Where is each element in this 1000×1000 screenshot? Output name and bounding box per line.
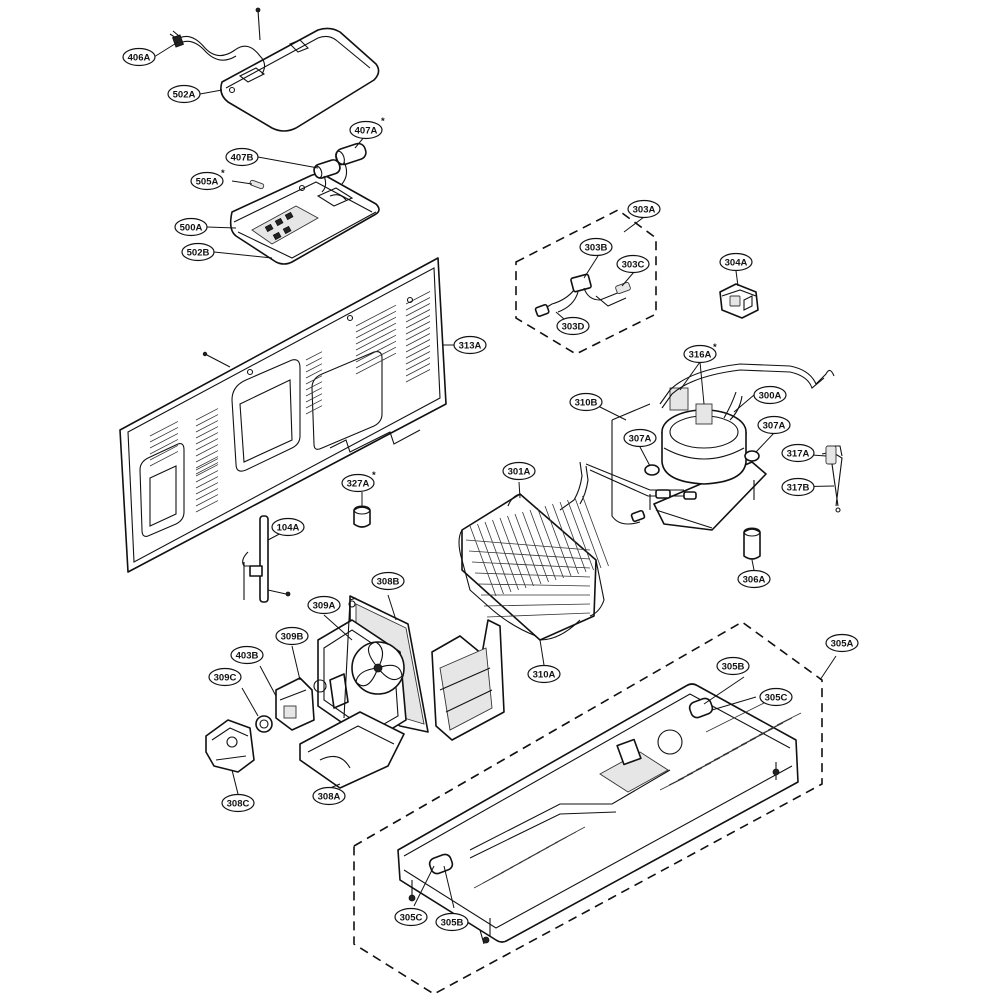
callout-305B-top: 305B bbox=[716, 656, 750, 676]
svg-text:327A: 327A bbox=[347, 479, 370, 490]
callout-500A: 500A bbox=[174, 217, 208, 237]
control-box-assembly bbox=[229, 142, 380, 265]
callout-301A: 301A bbox=[502, 461, 536, 481]
back-panel bbox=[119, 257, 447, 573]
svg-text:406A: 406A bbox=[128, 53, 151, 64]
callout-303C: 303C bbox=[616, 254, 650, 274]
callout-308B: 308B bbox=[371, 571, 405, 591]
callout-310A: 310A bbox=[527, 664, 561, 684]
svg-text:316A: 316A bbox=[689, 350, 712, 361]
svg-text:303A: 303A bbox=[633, 205, 656, 216]
svg-text:104A: 104A bbox=[277, 523, 300, 534]
callout-304A: 304A bbox=[719, 252, 753, 272]
callout-316A: 316A * bbox=[683, 342, 717, 364]
callout-307A-right: 307A bbox=[757, 415, 791, 435]
callout-407A-marker: * bbox=[381, 116, 385, 127]
callout-317A: 317A bbox=[781, 443, 815, 463]
svg-text:305C: 305C bbox=[765, 693, 788, 704]
svg-text:403B: 403B bbox=[236, 651, 259, 662]
svg-text:305B: 305B bbox=[441, 918, 464, 929]
callout-403B: 403B bbox=[230, 645, 264, 665]
svg-text:306A: 306A bbox=[743, 575, 766, 586]
callout-327A-marker: * bbox=[372, 470, 376, 481]
svg-text:307A: 307A bbox=[763, 421, 786, 432]
fan-assembly bbox=[205, 595, 505, 789]
svg-text:502A: 502A bbox=[173, 90, 196, 101]
top-cover-assembly bbox=[169, 7, 380, 132]
callout-313A: 313A bbox=[453, 335, 487, 355]
callout-502B: 502B bbox=[181, 242, 215, 262]
callout-306A: 306A bbox=[737, 569, 771, 589]
compressor-assembly bbox=[559, 363, 843, 560]
callout-502A: 502A bbox=[167, 84, 201, 104]
svg-text:300A: 300A bbox=[759, 391, 782, 402]
svg-text:305C: 305C bbox=[400, 913, 423, 924]
callout-308A: 308A bbox=[312, 786, 346, 806]
callout-309C: 309C bbox=[208, 667, 242, 687]
callout-309B: 309B bbox=[275, 626, 309, 646]
callout-303A: 303A bbox=[627, 199, 661, 219]
callout-316A-marker: * bbox=[713, 342, 717, 353]
base-plate-group bbox=[353, 621, 823, 995]
callout-305C-top: 305C bbox=[759, 687, 793, 707]
callout-505A: 505A * bbox=[190, 168, 225, 191]
svg-text:407B: 407B bbox=[231, 153, 254, 164]
callout-305B-bottom: 305B bbox=[435, 912, 469, 932]
callout-309A: 309A bbox=[307, 595, 341, 615]
callout-305C-bottom: 305C bbox=[394, 907, 428, 927]
callout-407B: 407B bbox=[225, 147, 259, 167]
svg-text:303B: 303B bbox=[585, 243, 608, 254]
svg-text:303D: 303D bbox=[562, 322, 585, 333]
callout-310B: 310B bbox=[569, 392, 603, 412]
svg-text:309B: 309B bbox=[281, 632, 304, 643]
svg-text:308A: 308A bbox=[318, 792, 341, 803]
callout-317B: 317B bbox=[781, 477, 815, 497]
callout-505A-marker: * bbox=[221, 168, 225, 179]
svg-text:310B: 310B bbox=[575, 398, 598, 409]
svg-text:407A: 407A bbox=[355, 126, 378, 137]
leader-lines bbox=[153, 41, 837, 909]
callout-300A: 300A bbox=[753, 385, 787, 405]
svg-text:317A: 317A bbox=[787, 449, 810, 460]
callout-307A-left: 307A bbox=[623, 428, 657, 448]
svg-text:308B: 308B bbox=[377, 577, 400, 588]
callout-406A: 406A bbox=[122, 47, 156, 67]
svg-text:305B: 305B bbox=[722, 662, 745, 673]
svg-text:304A: 304A bbox=[725, 258, 748, 269]
callout-327A: 327A * bbox=[341, 470, 376, 493]
callout-407A: 407A * bbox=[349, 116, 385, 140]
svg-text:308C: 308C bbox=[227, 799, 250, 810]
svg-text:310A: 310A bbox=[533, 670, 556, 681]
svg-text:309C: 309C bbox=[214, 673, 237, 684]
callout-104A: 104A bbox=[271, 517, 305, 537]
callout-305A: 305A bbox=[825, 633, 859, 653]
wire-harness-group bbox=[515, 209, 657, 355]
callout-303D: 303D bbox=[556, 316, 590, 336]
svg-text:317B: 317B bbox=[787, 483, 810, 494]
svg-text:502B: 502B bbox=[187, 248, 210, 259]
svg-text:500A: 500A bbox=[180, 223, 203, 234]
svg-text:307A: 307A bbox=[629, 434, 652, 445]
svg-text:305A: 305A bbox=[831, 639, 854, 650]
svg-text:301A: 301A bbox=[508, 467, 531, 478]
callout-308C: 308C bbox=[221, 793, 255, 813]
svg-text:505A: 505A bbox=[196, 177, 219, 188]
relay-part bbox=[719, 283, 759, 319]
svg-text:313A: 313A bbox=[459, 341, 482, 352]
callout-303B: 303B bbox=[579, 237, 613, 257]
svg-text:303C: 303C bbox=[622, 260, 645, 271]
svg-text:309A: 309A bbox=[313, 601, 336, 612]
drain-pipe bbox=[242, 515, 291, 603]
